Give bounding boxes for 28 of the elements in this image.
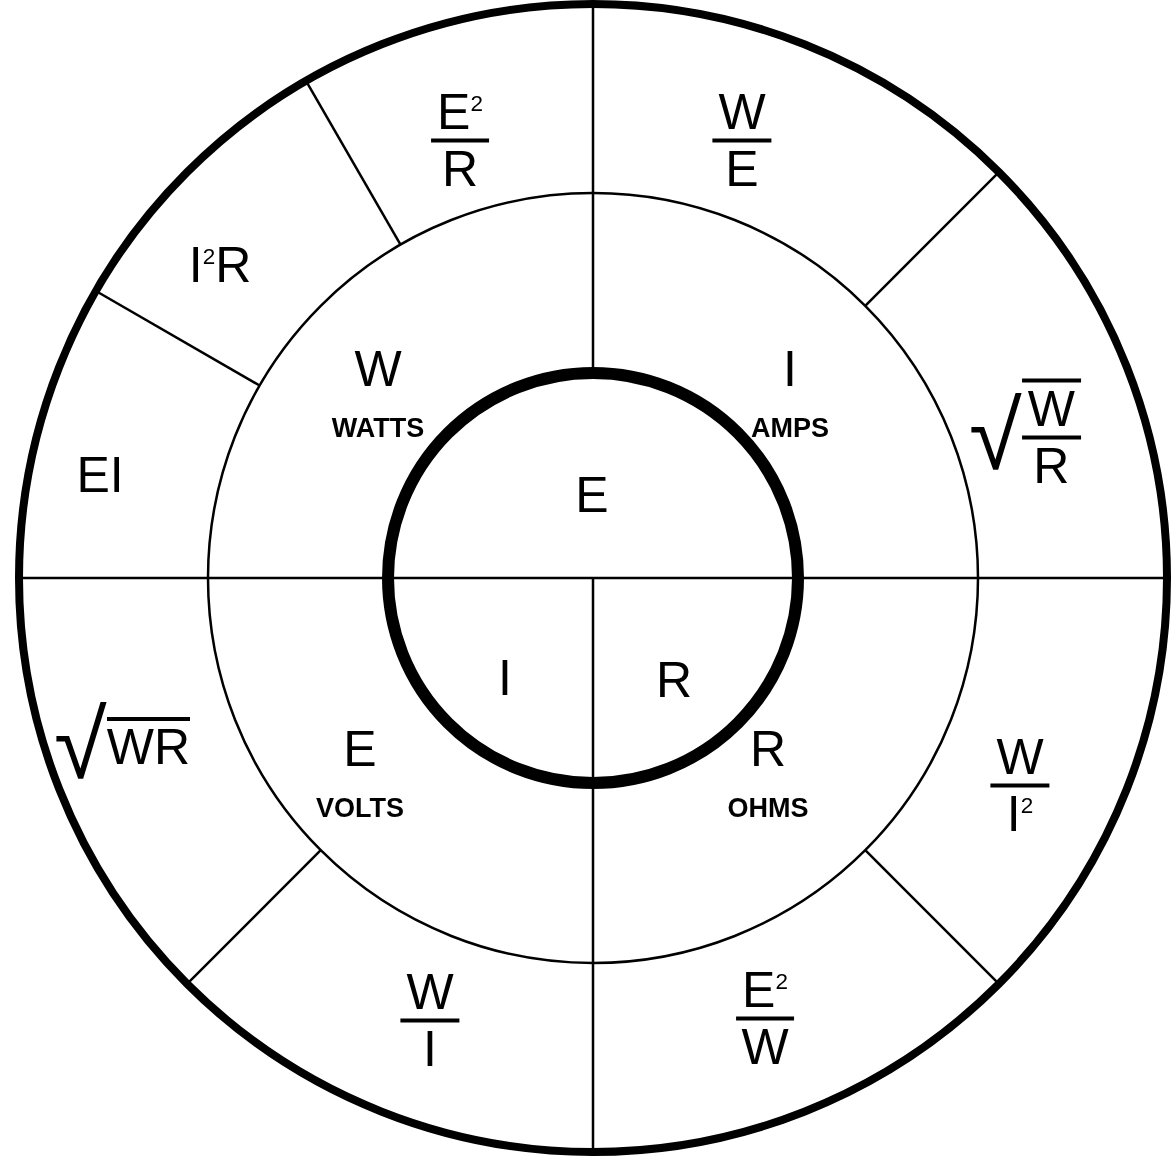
unit-label: AMPS [751,413,829,442]
denominator: E [725,142,759,195]
denominator: I [423,1022,437,1075]
radical-sign: √ [969,387,1022,483]
denominator: W [741,1020,789,1073]
symbol-label: I$^{2}$R [188,238,252,292]
symbol-label: I [498,651,512,705]
denominator: R [441,142,479,195]
symbol-label: R [655,653,693,707]
numerator: W [712,85,772,142]
unit-label: OHMS [727,793,809,822]
numerator: W [400,965,460,1022]
radical-sign: √ [54,697,107,793]
numerator: W [1021,378,1081,439]
symbol-label: I [783,342,797,396]
symbol-label: EI [76,448,124,502]
denominator: R [1033,439,1070,492]
denominator: I$^{2}$ [1006,787,1034,840]
symbol-label: E [575,468,609,522]
numerator: W [990,730,1050,787]
unit-label: WATTS [331,413,425,442]
numerator: E$^{2}$ [736,963,794,1020]
symbol-label: W [354,342,402,396]
unit-label: VOLTS [316,793,404,822]
radicand: WR [106,716,190,774]
symbol-label: E [343,722,377,776]
symbol-label: R [749,722,787,776]
numerator: E$^{2}$ [431,85,489,142]
